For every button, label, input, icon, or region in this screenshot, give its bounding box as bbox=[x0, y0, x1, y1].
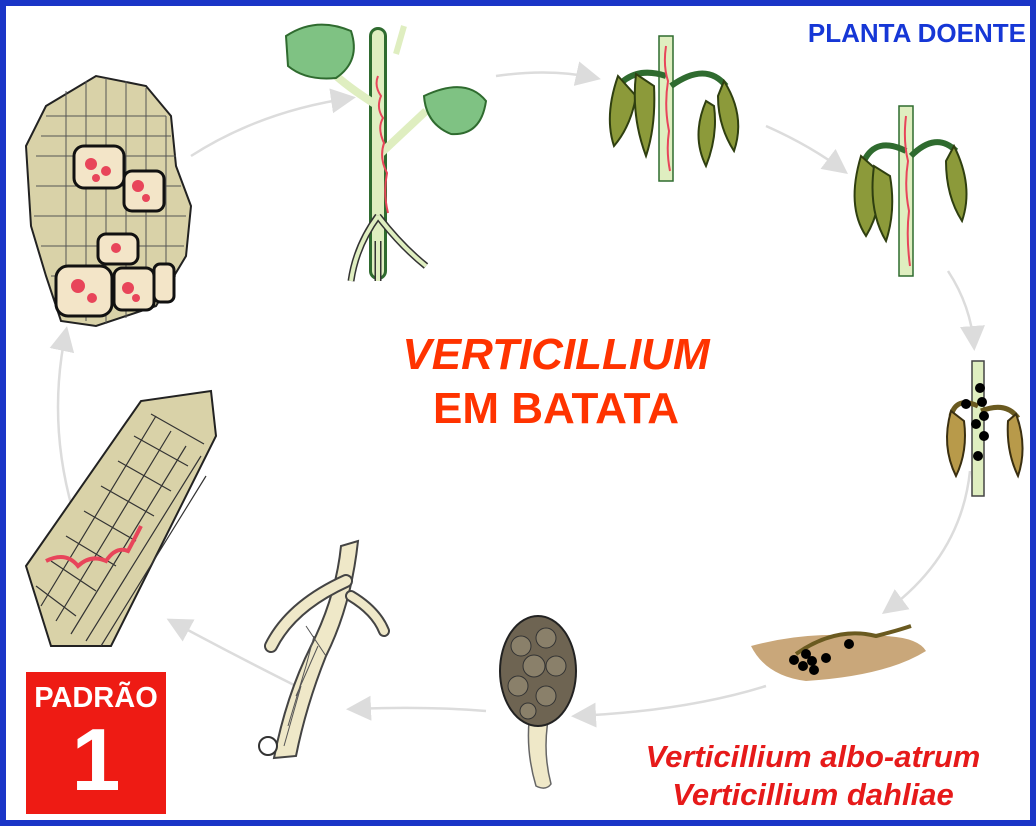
infected-tissue-cells-icon bbox=[26, 76, 191, 326]
cycle-arrow-9 bbox=[58, 331, 76, 521]
root-penetration-icon bbox=[259, 541, 384, 758]
diagram-frame: PLANTA DOENTE VERTICILLIUM EM BATATA Ver… bbox=[6, 6, 1030, 820]
species-list: Verticillium albo-atrum Verticillium dah… bbox=[596, 738, 1030, 814]
cycle-arrow-7 bbox=[351, 708, 486, 711]
infected-seedling-icon bbox=[286, 25, 486, 281]
plant-status-label: PLANTA DOENTE bbox=[808, 18, 1026, 49]
plant-debris-soil-icon bbox=[751, 626, 926, 681]
wilting-plant-icon bbox=[610, 36, 738, 181]
pattern-badge: PADRÃO 1 bbox=[26, 672, 166, 814]
dead-stem-microsclerotia-icon bbox=[947, 361, 1023, 496]
species-name: Verticillium dahliae bbox=[596, 776, 1030, 814]
cycle-arrow-5 bbox=[886, 471, 970, 611]
diagram-title: VERTICILLIUM EM BATATA bbox=[336, 328, 776, 436]
microsclerotium-germinating-icon bbox=[500, 616, 576, 788]
root-cortex-infection-icon bbox=[26, 391, 216, 646]
cycle-arrow-1 bbox=[191, 98, 351, 156]
title-line-host: EM BATATA bbox=[336, 382, 776, 436]
cycle-arrow-3 bbox=[766, 126, 844, 171]
cycle-arrow-6 bbox=[576, 686, 766, 716]
species-name: Verticillium albo-atrum bbox=[596, 738, 1030, 776]
pattern-number: 1 bbox=[26, 715, 166, 805]
title-line-pathogen: VERTICILLIUM bbox=[336, 328, 776, 382]
cycle-arrow-4 bbox=[948, 271, 974, 346]
cycle-arrow-2 bbox=[496, 72, 596, 78]
advanced-wilt-plant-icon bbox=[855, 106, 967, 276]
